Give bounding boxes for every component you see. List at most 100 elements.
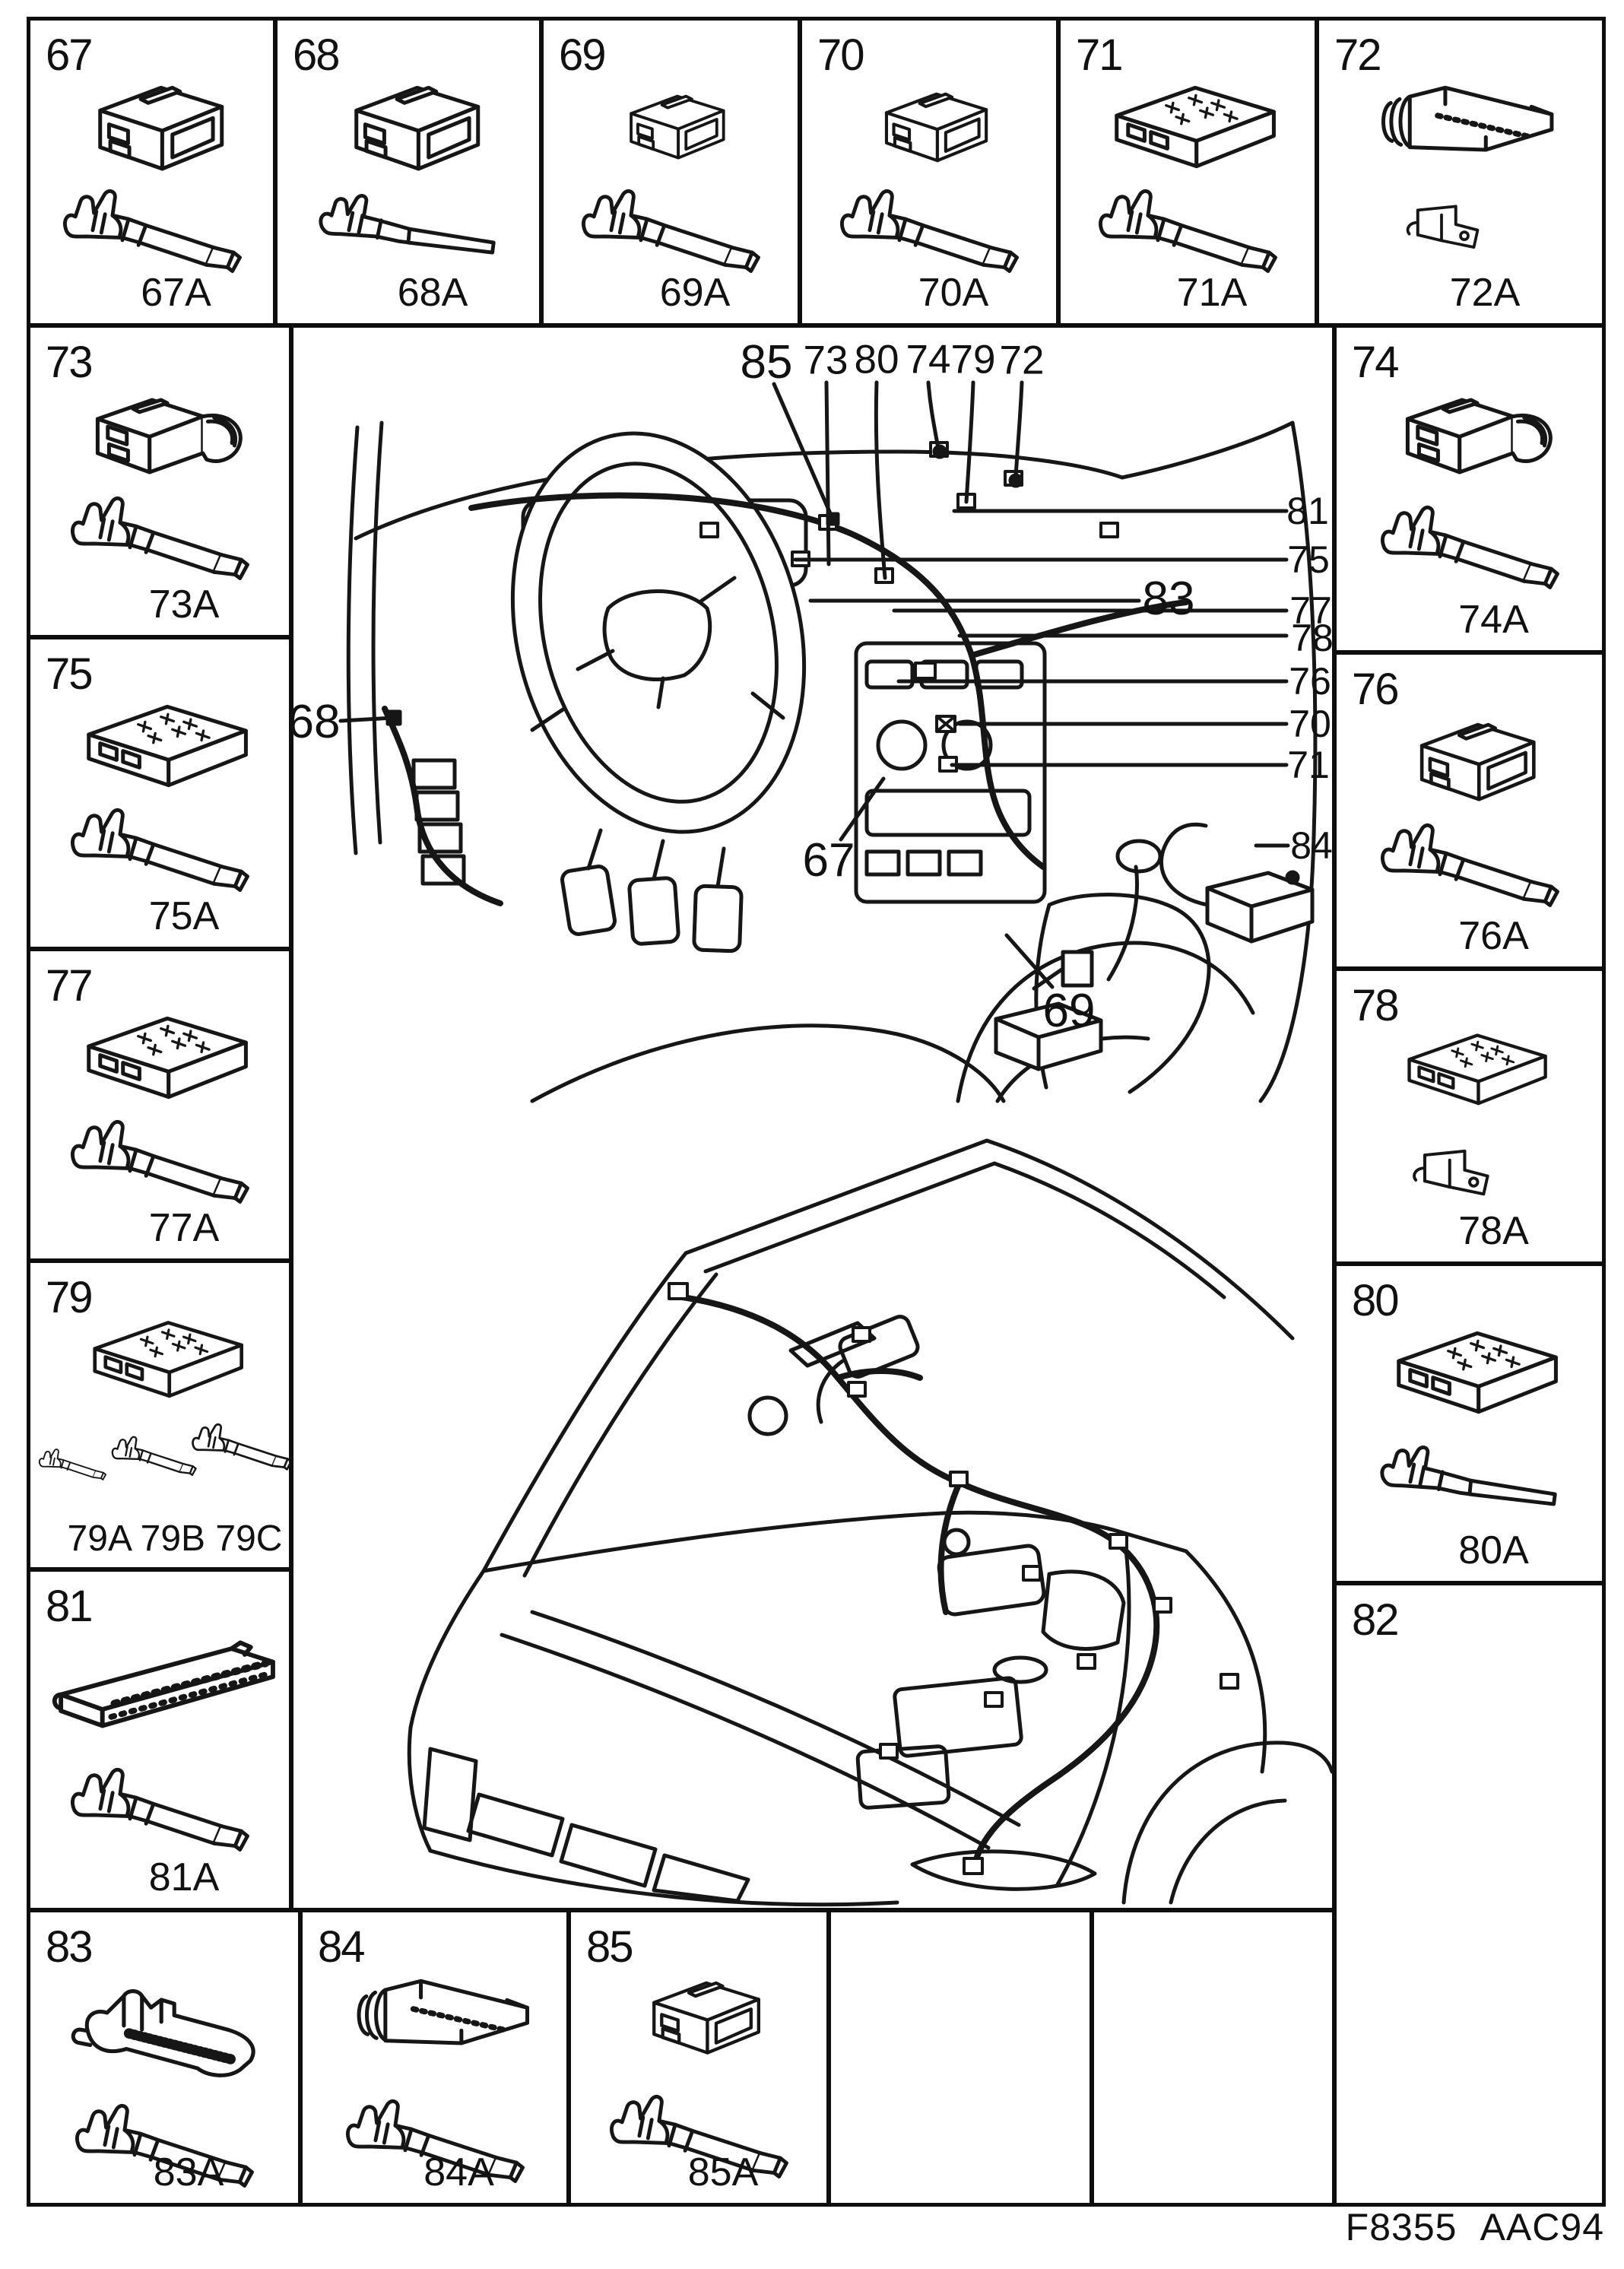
connector-illustration <box>1381 373 1573 487</box>
part-number: 75 <box>46 649 93 699</box>
callout-69: 69 <box>1042 985 1096 1037</box>
part-cell-68: 68 68A <box>274 17 543 327</box>
terminal-illustration <box>1369 500 1570 592</box>
part-number: 85 <box>586 1922 633 1972</box>
connector-illustration <box>62 1303 274 1409</box>
part-cell-72: 72 72A <box>1315 17 1606 327</box>
part-cell-82: 82 <box>1333 1582 1606 2207</box>
part-cell-80: 80 80A <box>1333 1262 1606 1585</box>
connector-illustration <box>1381 1017 1573 1115</box>
terminal-label: 73A <box>148 582 220 627</box>
terminal-illustration <box>59 490 260 583</box>
part-cell-69: 69 69A <box>540 17 801 327</box>
part-number: 73 <box>46 338 93 387</box>
terminal-label: 74A <box>1458 598 1529 642</box>
part-number: 74 <box>1352 338 1399 387</box>
terminal-label: 71A <box>1176 271 1248 315</box>
callout-71: 71 <box>1287 744 1330 786</box>
terminal-illustration <box>38 1423 293 1480</box>
part-cell-75: 75 75A <box>27 636 293 950</box>
part-number: 76 <box>1352 665 1399 714</box>
part-number: 79 <box>46 1273 93 1322</box>
terminal-illustration <box>1406 205 1480 249</box>
terminal-illustration <box>59 1762 260 1855</box>
terminal-illustration <box>52 183 252 276</box>
part-cell-85: 85 85A <box>567 1909 830 2207</box>
callout-81: 81 <box>1286 490 1329 532</box>
terminal-label: 76A <box>1458 914 1529 958</box>
connector-illustration <box>71 997 263 1111</box>
terminal-label: 80A <box>1458 1528 1529 1572</box>
terminal-label: 84A <box>423 2150 494 2194</box>
part-number: 84 <box>318 1922 365 1972</box>
terminal-label: 77A <box>148 1206 220 1250</box>
interior-diagram <box>346 420 1318 1103</box>
part-cell-83: 83 83A <box>27 1909 302 2207</box>
callout-84: 84 <box>1290 824 1333 867</box>
terminal-label: 72A <box>1449 271 1521 315</box>
connector-illustration <box>623 1956 787 2071</box>
callout-85: 85 <box>740 336 793 389</box>
part-cell-73: 73 73A <box>27 324 293 639</box>
terminal-illustration <box>570 183 771 276</box>
callout-78: 78 <box>1291 617 1334 659</box>
part-number: 70 <box>817 30 864 80</box>
terminal-label: 69A <box>659 271 731 315</box>
terminal-label: 78A <box>1458 1209 1529 1253</box>
part-number: 78 <box>1352 981 1399 1030</box>
connector-illustration <box>1381 1312 1573 1426</box>
car-diagrams <box>338 380 1334 1907</box>
callout-72: 72 <box>999 338 1045 383</box>
part-number: 69 <box>559 30 606 80</box>
part-number: 82 <box>1352 1595 1399 1645</box>
terminal-label: 75A <box>148 894 220 938</box>
callout-83: 83 <box>1142 573 1195 625</box>
connector-illustration <box>630 94 725 160</box>
connector-illustration <box>1099 66 1291 180</box>
figure-code: F8355 AAC94 <box>1345 2206 1604 2248</box>
callout-80: 80 <box>854 337 899 382</box>
part-cell-78: 78 78A <box>1333 967 1606 1265</box>
connector-illustration <box>64 66 255 180</box>
terminal-illustration <box>1369 1435 1570 1528</box>
terminal-illustration <box>829 183 1029 276</box>
part-number: 80 <box>1352 1276 1399 1325</box>
terminal-label: 67A <box>141 271 211 315</box>
terminal-label: 79A 79B 79C <box>67 1518 283 1559</box>
callout-67: 67 <box>802 834 855 887</box>
empty-cell <box>1090 1909 1336 2207</box>
callout-76: 76 <box>1289 660 1331 703</box>
part-number: 71 <box>1076 30 1123 80</box>
callout-leader-lines <box>338 380 1290 989</box>
front-view-diagram <box>407 1138 1334 1907</box>
part-number: 77 <box>46 961 93 1011</box>
part-cell-77: 77 77A <box>27 947 293 1262</box>
connector-illustration <box>320 66 512 180</box>
part-cell-79: 79 79A 79B 79C <box>27 1259 293 1571</box>
terminal-illustration <box>1369 817 1570 910</box>
part-cell-81: 81 81A <box>27 1568 293 1912</box>
part-number: 68 <box>293 30 340 80</box>
part-number: 67 <box>46 30 93 80</box>
connector-illustration <box>319 1960 570 2074</box>
terminal-illustration <box>1087 183 1288 276</box>
connector-illustration <box>858 66 1013 180</box>
module-box-69 <box>994 950 1103 1071</box>
callout-74: 74 <box>906 337 951 382</box>
callout-79: 79 <box>950 337 996 382</box>
terminal-illustration <box>59 1114 260 1207</box>
connector-illustration <box>1359 66 1580 180</box>
module-box-84 <box>1159 822 1315 944</box>
part-cell-84: 84 84A <box>299 1909 570 2207</box>
part-number: 72 <box>1334 30 1381 80</box>
callout-77: 77 <box>1289 589 1332 632</box>
callout-68: 68 <box>287 696 341 748</box>
part-cell-76: 76 76A <box>1333 651 1606 970</box>
part-number: 83 <box>46 1922 93 1972</box>
terminal-illustration <box>308 183 509 276</box>
terminal-label: 68A <box>397 271 468 315</box>
terminal-illustration <box>59 802 260 895</box>
part-cell-71: 71 71A <box>1057 17 1318 327</box>
connector-illustration <box>71 685 263 799</box>
